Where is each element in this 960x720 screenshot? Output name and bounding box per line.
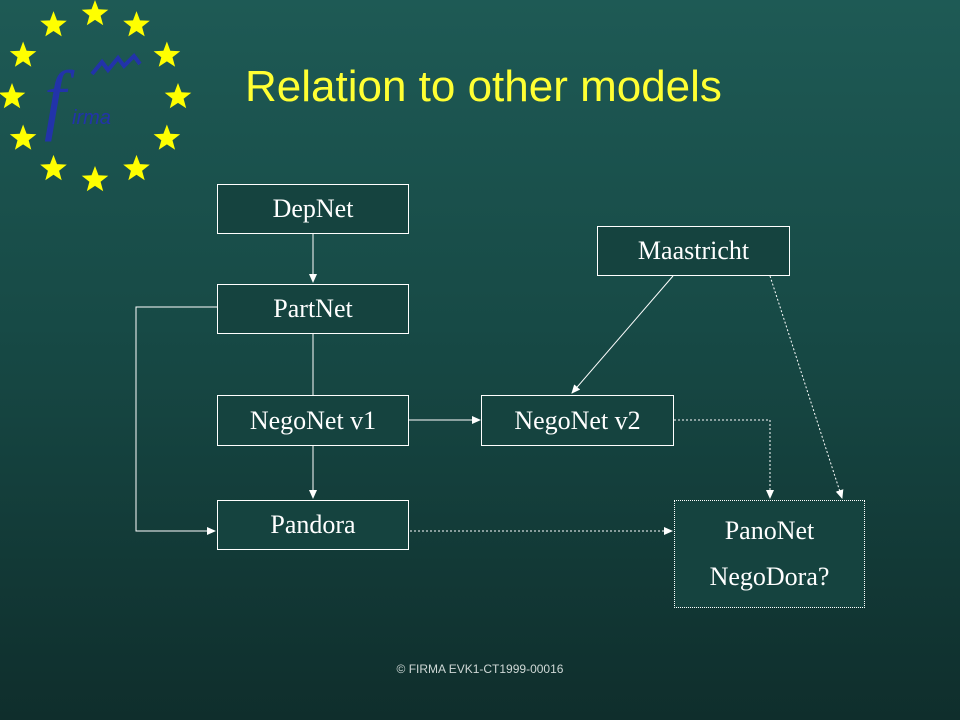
node-partnet-label: PartNet bbox=[273, 294, 353, 323]
node-panonet: PanoNet NegoDora? bbox=[674, 500, 865, 608]
star-ring bbox=[0, 0, 192, 192]
slide-title: Relation to other models bbox=[245, 62, 722, 111]
node-negonet-v1-label: NegoNet v1 bbox=[249, 405, 377, 435]
node-pandora-label: Pandora bbox=[270, 510, 356, 539]
star-icon bbox=[164, 83, 192, 109]
slide-footer: © FIRMA EVK1-CT1999-00016 bbox=[396, 662, 564, 676]
star-icon bbox=[0, 83, 26, 109]
node-pandora: Pandora bbox=[217, 500, 409, 550]
logo-irma-letters: irma bbox=[72, 107, 111, 129]
star-icon bbox=[81, 166, 109, 192]
node-depnet: DepNet bbox=[217, 184, 409, 234]
logo-wave bbox=[90, 52, 142, 76]
arrow-maastricht-to-panonet bbox=[769, 275, 844, 499]
node-negonet-v2: NegoNet v2 bbox=[481, 395, 674, 446]
star-icon bbox=[81, 0, 109, 26]
node-panonet-label-1: PanoNet bbox=[724, 516, 815, 545]
node-maastricht: Maastricht bbox=[597, 226, 790, 276]
node-panonet-label-2: NegoDora? bbox=[709, 562, 830, 591]
star-icon bbox=[9, 41, 37, 67]
star-icon bbox=[153, 124, 181, 150]
firma-logo: f irma bbox=[0, 0, 192, 192]
star-icon bbox=[40, 154, 67, 181]
star-icon bbox=[123, 154, 150, 181]
node-maastricht-label: Maastricht bbox=[637, 236, 750, 265]
arrow-partnet-to-pandora-loop bbox=[135, 306, 217, 535]
node-negonet-v2-label: NegoNet v2 bbox=[514, 405, 641, 435]
arrow-maastricht-to-negonet-v2 bbox=[571, 275, 674, 394]
star-icon bbox=[9, 124, 37, 150]
star-icon bbox=[153, 41, 181, 67]
arrow-negonet-v2-to-panonet bbox=[674, 419, 774, 499]
node-depnet-label: DepNet bbox=[272, 194, 354, 223]
node-negonet-v1: NegoNet v1 bbox=[217, 395, 409, 446]
node-partnet: PartNet bbox=[217, 284, 409, 334]
star-icon bbox=[123, 11, 150, 37]
star-icon bbox=[40, 11, 67, 37]
